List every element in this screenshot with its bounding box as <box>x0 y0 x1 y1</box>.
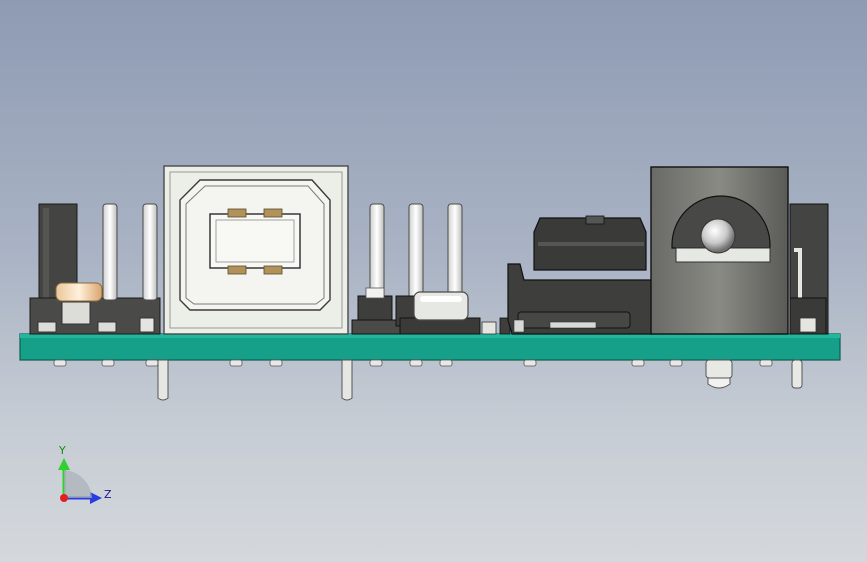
y-axis-label: Y <box>58 444 66 457</box>
right-connector-icon <box>789 203 829 335</box>
voltage-regulator-icon <box>507 215 653 335</box>
tactile-switch-icon <box>29 282 161 335</box>
led-icon <box>705 359 803 389</box>
header-pins-middle-icon <box>369 203 463 301</box>
coordinate-triad: Y Z <box>58 444 112 504</box>
header-pins-icon <box>102 203 158 301</box>
crystal-oscillator-icon <box>413 291 469 321</box>
usb-legs-icon <box>157 359 353 401</box>
usb-b-connector-icon <box>163 165 349 335</box>
dc-barrel-jack-icon <box>650 166 789 335</box>
z-axis-label: Z <box>104 488 112 501</box>
pcb-board-icon <box>19 333 841 367</box>
